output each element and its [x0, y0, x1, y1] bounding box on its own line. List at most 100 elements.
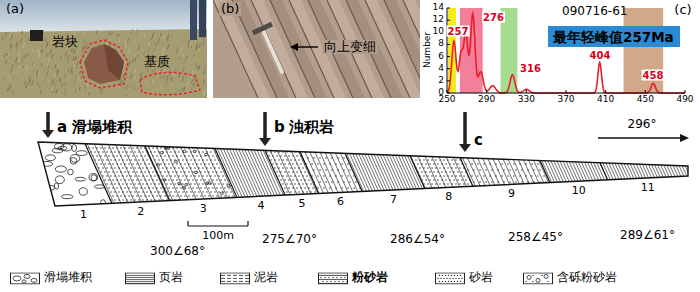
grain-dot	[178, 151, 179, 152]
legend-swatch	[125, 272, 155, 284]
grass-tuft	[131, 74, 133, 79]
grain-dot	[152, 147, 153, 148]
grain-dot	[194, 191, 195, 192]
bed-attitude: 289∠61°	[620, 229, 675, 242]
grain-dot	[214, 151, 215, 152]
grain-dot	[473, 181, 474, 182]
grain-dot	[212, 187, 213, 188]
grain-dot	[184, 171, 185, 172]
bedding-line	[450, 130, 495, 230]
grass-tuft	[140, 72, 141, 76]
bedding-line	[519, 130, 564, 230]
grain-dot	[453, 163, 454, 164]
grass-tuft	[71, 67, 73, 72]
layer-boundary	[460, 158, 473, 187]
bedding-line	[408, 130, 453, 230]
grass-tuft	[151, 35, 152, 40]
grain-dot	[170, 159, 171, 160]
silt-dot	[330, 280, 331, 281]
grain-dot	[116, 163, 117, 164]
mud-line	[221, 281, 249, 282]
grass-tuft	[54, 73, 55, 77]
grass-tuft	[22, 66, 23, 70]
grass-tuft	[20, 38, 22, 44]
grass-tuft	[134, 40, 136, 43]
layer-number: 9	[508, 188, 515, 200]
grass-tuft	[60, 56, 61, 60]
pebble	[178, 183, 181, 185]
grain-dot	[298, 159, 299, 160]
grain-dot	[146, 183, 147, 184]
sand-dot	[457, 274, 458, 275]
grain-dot	[140, 179, 141, 180]
grain-dot	[288, 187, 289, 188]
bedding-line	[251, 130, 296, 230]
grain-dot	[152, 187, 153, 188]
grass-tuft	[44, 39, 46, 41]
bedding-line	[654, 130, 699, 230]
grain-dot	[110, 175, 111, 176]
grass-tuft	[188, 40, 189, 43]
grain-dot	[300, 171, 301, 172]
grain-dot	[152, 179, 153, 180]
grass-tuft	[183, 67, 184, 71]
location-arrow	[463, 112, 467, 145]
grain-dot	[317, 175, 318, 176]
grain-dot	[110, 151, 111, 152]
grain-dot	[329, 175, 330, 176]
grain-dot	[136, 163, 137, 164]
grain-dot	[513, 175, 514, 176]
grass-tuft	[195, 63, 197, 66]
grain-dot	[290, 159, 291, 160]
grain-dot	[453, 171, 454, 172]
grain-dot	[437, 179, 438, 180]
grain-dot	[120, 195, 121, 196]
bed-crack	[270, 0, 315, 98]
grain-dot	[313, 157, 314, 158]
grain-dot	[144, 187, 145, 188]
grain-dot	[166, 183, 167, 184]
bedding-line	[263, 130, 308, 230]
grain-dot	[100, 171, 101, 172]
bedding-line	[53, 130, 98, 230]
pebble	[163, 179, 166, 181]
grass-tuft	[76, 65, 77, 70]
grain-dot	[88, 147, 89, 148]
grass-tuft	[18, 65, 19, 70]
grain-dot	[306, 183, 307, 184]
pebble	[174, 160, 177, 162]
grain-dot	[200, 163, 201, 164]
grain-dot	[325, 157, 326, 158]
grain-dot	[479, 181, 480, 182]
grain-dot	[495, 163, 496, 164]
grain-dot	[118, 159, 119, 160]
grain-dot	[176, 155, 177, 156]
photo-label: 向上变细	[322, 40, 378, 54]
grain-dot	[150, 167, 151, 168]
bedding-line	[158, 130, 203, 230]
grain-dot	[142, 183, 143, 184]
grain-dot	[140, 187, 141, 188]
bedding-line	[224, 130, 269, 230]
bedding-line	[151, 130, 196, 230]
grain-dot	[158, 159, 159, 160]
sand-dot	[451, 280, 452, 281]
grain-dot	[166, 159, 167, 160]
grain-dot	[347, 187, 348, 188]
grain-dot	[142, 167, 143, 168]
bedding-line	[505, 130, 550, 230]
grass-tuft	[17, 61, 18, 65]
bedding-line	[413, 130, 458, 230]
grain-dot	[489, 163, 490, 164]
bedding-line	[327, 130, 372, 230]
grass-tuft	[96, 30, 97, 34]
grain-dot	[216, 195, 217, 196]
grain-dot	[160, 147, 161, 148]
grass-tuft	[88, 92, 90, 94]
grain-dot	[280, 163, 281, 164]
grass-tuft	[22, 60, 24, 65]
grain-dot	[152, 171, 153, 172]
tick-mark	[447, 90, 448, 93]
grass-tuft	[73, 56, 74, 60]
grain-dot	[130, 167, 131, 168]
